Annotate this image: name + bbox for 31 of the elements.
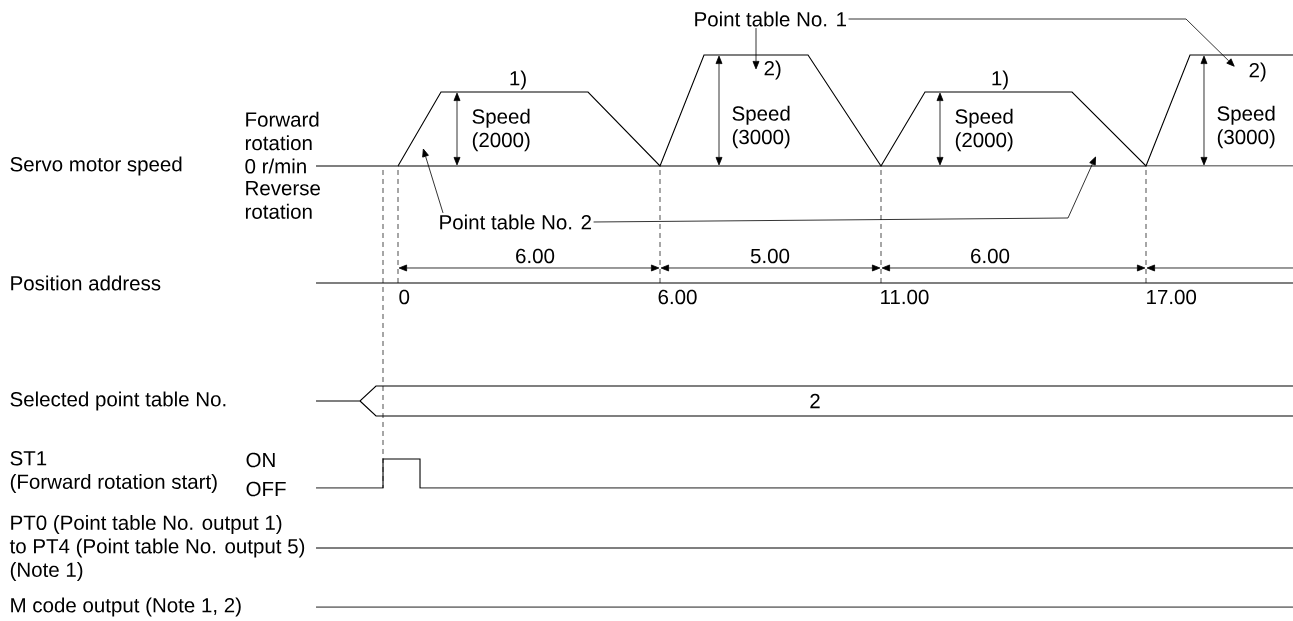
speed-label: Speed (3000)	[732, 105, 790, 149]
level-label: OFF	[246, 481, 286, 497]
address-value: 6.00	[658, 289, 697, 305]
distance-label: 6.00	[516, 248, 555, 264]
leader-line	[848, 18, 1235, 67]
address-value: 0	[399, 289, 410, 305]
signal-name: PT0 (Point table No. output 1) to PT4 (Point table No. output 5) (Note 1)	[9, 514, 305, 582]
callout-text: Point table No. 2	[440, 214, 591, 230]
segment-number: 1)	[992, 70, 1008, 90]
distance-label: 5.00	[750, 248, 790, 264]
signal-name: Position address	[11, 275, 161, 291]
signal-name: Selected point table No.	[10, 391, 226, 411]
leader-line	[422, 148, 444, 214]
level-label: 0 r/min	[245, 158, 306, 174]
signal-name: ST1 (Forward rotation start)	[10, 450, 217, 494]
address-value: 17.00	[1147, 289, 1197, 305]
leader-line	[752, 27, 760, 70]
speed-label: Speed (2000)	[472, 108, 530, 152]
direction-label: Forward rotation	[245, 111, 319, 151]
leader-line	[593, 156, 1096, 223]
address-value: 11.00	[881, 289, 929, 305]
distance-label: 6.00	[971, 248, 1010, 264]
callout-text: Point table No. 1	[695, 11, 846, 27]
segment-number: 1)	[510, 70, 526, 90]
level-label: ON	[246, 452, 275, 468]
signal-name: Servo motor speed	[10, 156, 182, 176]
speed-label: Speed (2000)	[955, 108, 1013, 152]
signal-name: M code output (Note 1, 2)	[11, 597, 241, 617]
direction-label: Reverse rotation	[245, 181, 320, 219]
speed-label: Speed (3000)	[1217, 105, 1275, 149]
bus-value: 2	[810, 393, 820, 409]
